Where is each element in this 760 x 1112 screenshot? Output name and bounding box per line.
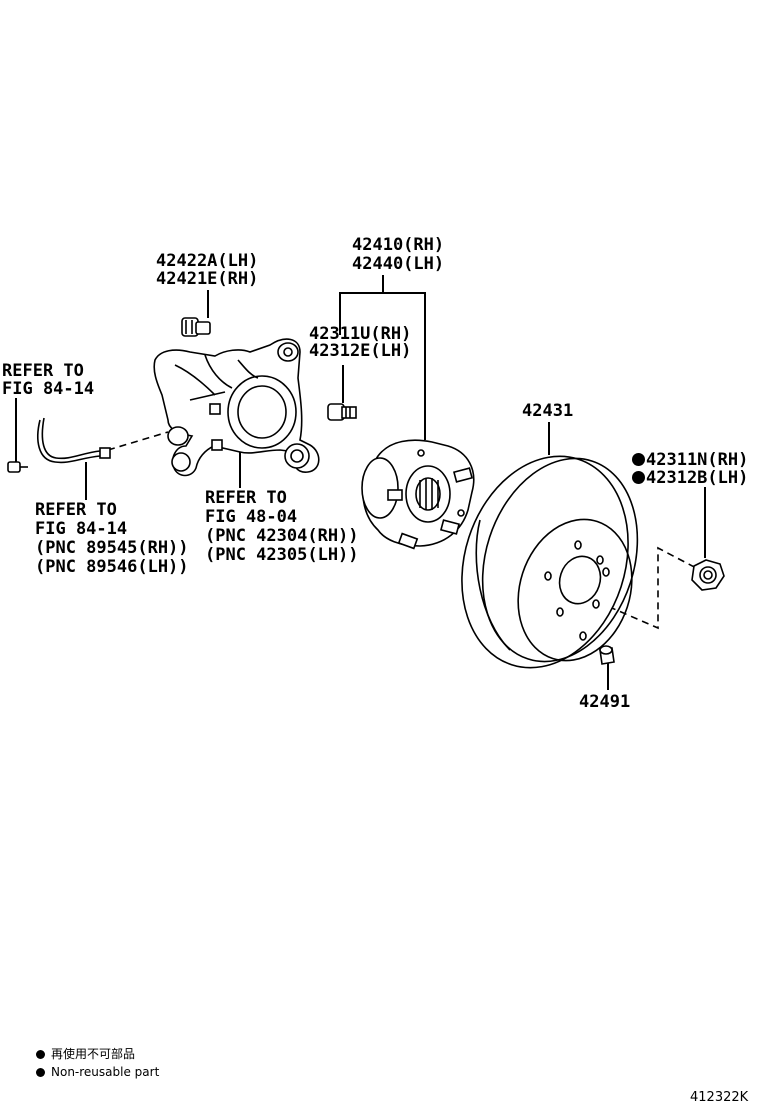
caliper-bolt-label-lh[interactable]: 42422A(LH) [156, 251, 259, 271]
hub-bolt-part [327, 403, 357, 421]
refer-knuckle-line4[interactable]: (PNC 42305(LH)) [205, 545, 359, 565]
hub-unit-label-rh[interactable]: 42410(RH) [352, 235, 445, 255]
caliper-bolt-part [181, 317, 211, 337]
hub-nut-label-lh-text: 42312B(LH) [646, 468, 749, 488]
leader-lines [15, 275, 706, 690]
legend-japanese: 再使用不可部品 [36, 1046, 135, 1062]
refer-left-line2[interactable]: FIG 84-14 [2, 379, 95, 399]
hub-unit-part [361, 439, 475, 550]
refer-knuckle-line2[interactable]: FIG 48-04 [205, 507, 298, 527]
disc-label[interactable]: 42431 [522, 401, 574, 421]
legend-dot-icon [36, 1068, 45, 1077]
hub-nut-label-rh-text: 42311N(RH) [646, 450, 749, 470]
caliper-bolt-label-rh[interactable]: 42421E(RH) [156, 269, 259, 289]
hub-nut-label-rh[interactable]: 42311N(RH) [632, 451, 748, 469]
legend-dot-icon [36, 1050, 45, 1059]
hub-unit-label-lh[interactable]: 42440(LH) [352, 254, 445, 274]
hub-nut-part [691, 559, 725, 591]
refer-knuckle-line1[interactable]: REFER TO [205, 488, 287, 508]
plug-part [599, 645, 615, 665]
refer-sensor-line3[interactable]: (PNC 89545(RH)) [35, 538, 189, 558]
refer-sensor-line4[interactable]: (PNC 89546(LH)) [35, 557, 189, 577]
refer-knuckle-line3[interactable]: (PNC 42304(RH)) [205, 526, 359, 546]
hub-bolt-label-lh[interactable]: 42312E(LH) [309, 341, 412, 361]
legend-english-text: Non-reusable part [51, 1065, 160, 1079]
sensor-wire-part [7, 417, 111, 473]
dashed-sensor-path [107, 431, 169, 451]
legend-japanese-text: 再使用不可部品 [51, 1047, 136, 1061]
refer-sensor-line2[interactable]: FIG 84-14 [35, 519, 128, 539]
hub-nut-label-lh[interactable]: 42312B(LH) [632, 469, 748, 487]
dashed-nut-path [597, 546, 701, 630]
non-reusable-dot-icon [632, 453, 645, 466]
figure-code: 412322K [690, 1090, 749, 1105]
hub-bolt-label-rh[interactable]: 42311U(RH) [309, 324, 412, 344]
plug-label[interactable]: 42491 [579, 692, 631, 712]
legend-english: Non-reusable part [36, 1064, 159, 1080]
non-reusable-dot-icon [632, 471, 645, 484]
knuckle-part [153, 338, 320, 477]
brake-disc-part [461, 455, 639, 669]
refer-sensor-line1[interactable]: REFER TO [35, 500, 117, 520]
refer-left-line1[interactable]: REFER TO [2, 361, 84, 381]
